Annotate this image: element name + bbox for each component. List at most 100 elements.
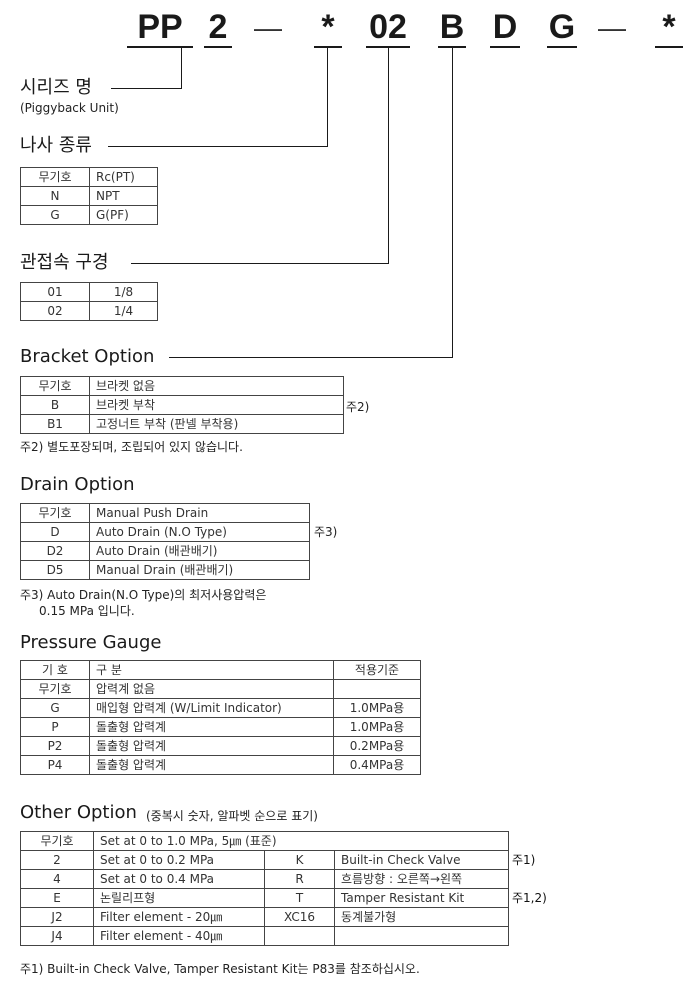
other-side-note: 주1)	[512, 852, 536, 867]
other-code: J4	[20, 926, 94, 946]
gauge-desc: 매입형 압력계 (W/Limit Indicator)	[89, 698, 334, 718]
bracket-code: B	[20, 395, 90, 415]
thread-table: 무기호 Rc(PT) N NPT G G(PF)	[20, 167, 158, 225]
drain-desc: Manual Drain (배관배기)	[89, 560, 310, 580]
thread-desc: G(PF)	[89, 205, 158, 225]
series-subtitle: (Piggyback Unit)	[20, 101, 119, 115]
table-row: G G(PF)	[20, 205, 158, 225]
other-code-2: R	[264, 869, 335, 889]
leader-thread-v	[327, 48, 328, 147]
other-side-note	[509, 870, 554, 889]
gauge-desc: 돌출형 압력계	[89, 755, 334, 775]
gauge-header-code: 기 호	[20, 660, 90, 680]
table-row: 무기호 Manual Push Drain	[20, 503, 310, 523]
leader-series-h	[111, 88, 182, 89]
other-title-note: (중복시 숫자, 알파벳 순으로 표기)	[146, 809, 318, 823]
port-size: 1/8	[89, 282, 158, 302]
table-row: 4 Set at 0 to 0.4 MPa R 흐름방향 : 오른쪽→왼쪽	[20, 869, 554, 889]
leader-port-h	[131, 263, 389, 264]
gauge-desc: 돌출형 압력계	[89, 717, 334, 737]
port-size: 1/4	[89, 301, 158, 321]
table-row: 01 1/8	[20, 282, 158, 302]
code-dash-1: —	[254, 12, 282, 43]
table-row: D5 Manual Drain (배관배기)	[20, 560, 310, 580]
thread-code: N	[20, 186, 90, 206]
thread-desc: NPT	[89, 186, 158, 206]
other-title: Other Option	[20, 802, 137, 823]
gauge-spec: 0.2MPa용	[333, 736, 421, 756]
code-gauge: G	[547, 8, 577, 48]
bracket-title: Bracket Option	[20, 346, 155, 367]
thread-code: G	[20, 205, 90, 225]
other-code-2: XC16	[264, 907, 335, 927]
bracket-side-note: 주2)	[346, 400, 370, 414]
other-desc: 논릴리프형	[93, 888, 265, 908]
gauge-spec: 0.4MPa용	[333, 755, 421, 775]
gauge-code: P	[20, 717, 90, 737]
bracket-desc: 고정너트 부착 (판넬 부착용)	[89, 414, 344, 434]
table-row: 무기호 브라켓 없음	[20, 376, 344, 396]
gauge-spec	[333, 679, 421, 699]
code-drain: D	[490, 10, 520, 48]
gauge-desc: 돌출형 압력계	[89, 736, 334, 756]
table-row: N NPT	[20, 186, 158, 206]
drain-desc: Auto Drain (N.O Type)	[89, 522, 310, 542]
table-header-row: 기 호 구 분 적용기준	[20, 660, 421, 680]
drain-title: Drain Option	[20, 474, 135, 495]
drain-footnote-2: 0.15 MPa 입니다.	[39, 604, 135, 618]
gauge-code: 무기호	[20, 679, 90, 699]
bracket-code: 무기호	[20, 376, 90, 396]
gauge-desc: 압력계 없음	[89, 679, 334, 699]
code-dash-2: —	[598, 12, 626, 43]
drain-code: D	[20, 522, 90, 542]
thread-desc: Rc(PT)	[89, 167, 158, 187]
code-other: *	[655, 10, 683, 48]
code-size: 2	[204, 10, 232, 48]
bracket-code: B1	[20, 414, 90, 434]
drain-code: 무기호	[20, 503, 90, 523]
other-code-2	[264, 926, 335, 946]
other-desc-2: Built-in Check Valve	[334, 850, 509, 870]
port-code: 01	[20, 282, 90, 302]
drain-desc: Manual Push Drain	[89, 503, 310, 523]
bracket-footnote: 주2) 별도포장되며, 조립되어 있지 않습니다.	[20, 440, 243, 454]
gauge-header-desc: 구 분	[89, 660, 334, 680]
table-row: G 매입형 압력계 (W/Limit Indicator) 1.0MPa용	[20, 698, 421, 718]
gauge-title: Pressure Gauge	[20, 632, 162, 653]
other-desc: Filter element - 20㎛	[93, 907, 265, 927]
other-desc: Set at 0 to 0.2 MPa	[93, 850, 265, 870]
leader-bracket-h	[169, 357, 453, 358]
table-row: 2 Set at 0 to 0.2 MPa K Built-in Check V…	[20, 850, 554, 870]
other-footnote: 주1) Built-in Check Valve, Tamper Resista…	[20, 962, 420, 976]
gauge-header-spec: 적용기준	[333, 660, 421, 680]
other-code: 2	[20, 850, 94, 870]
series-title: 시리즈 명	[20, 77, 92, 98]
drain-code: D2	[20, 541, 90, 561]
other-table: 무기호 Set at 0 to 1.0 MPa, 5㎛ (표준) 2 Set a…	[20, 831, 554, 946]
thread-title: 나사 종류	[20, 135, 92, 156]
table-row: D2 Auto Drain (배관배기)	[20, 541, 310, 561]
table-row: J2 Filter element - 20㎛ XC16 동계불가형	[20, 907, 554, 927]
leader-series-v	[181, 48, 182, 89]
other-desc-2: Tamper Resistant Kit	[334, 888, 509, 908]
other-side-note: 주1,2)	[512, 890, 547, 905]
drain-side-note: 주3)	[314, 525, 338, 539]
table-row: 02 1/4	[20, 301, 158, 321]
table-row: E 논릴리프형 T Tamper Resistant Kit 주1,2)	[20, 888, 554, 908]
port-code: 02	[20, 301, 90, 321]
other-side-note	[509, 927, 554, 946]
other-desc: Filter element - 40㎛	[93, 926, 265, 946]
table-row: P4 돌출형 압력계 0.4MPa용	[20, 755, 421, 775]
table-row: 무기호 Set at 0 to 1.0 MPa, 5㎛ (표준)	[20, 831, 554, 851]
thread-code: 무기호	[20, 167, 90, 187]
other-desc-2: 흐름방향 : 오른쪽→왼쪽	[334, 869, 509, 889]
gauge-code: G	[20, 698, 90, 718]
gauge-spec: 1.0MPa용	[333, 717, 421, 737]
other-code: 무기호	[20, 831, 94, 851]
other-desc-2: 동계불가형	[334, 907, 509, 927]
table-row: P2 돌출형 압력계 0.2MPa용	[20, 736, 421, 756]
table-row: P 돌출형 압력계 1.0MPa용	[20, 717, 421, 737]
bracket-table: 무기호 브라켓 없음 B 브라켓 부착 B1 고정너트 부착 (판넬 부착용)	[20, 376, 344, 434]
gauge-table: 기 호 구 분 적용기준 무기호 압력계 없음 G 매입형 압력계 (W/Lim…	[20, 660, 421, 775]
port-table: 01 1/8 02 1/4	[20, 282, 158, 321]
